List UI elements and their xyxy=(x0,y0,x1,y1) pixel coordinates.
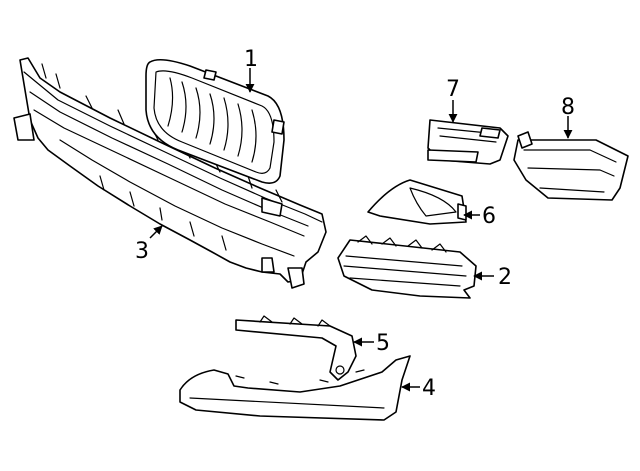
callout-2: 2 xyxy=(498,265,512,290)
callouts: 1 2 3 4 5 6 7 8 xyxy=(135,47,575,401)
callout-8: 8 xyxy=(561,95,575,120)
fog-trim-drawing xyxy=(367,179,467,225)
callout-4: 4 xyxy=(422,376,436,401)
callout-3: 3 xyxy=(135,239,149,264)
spoiler-drawing xyxy=(179,355,411,421)
air-duct-right-drawing xyxy=(513,131,629,201)
bumper-cover-drawing xyxy=(13,57,327,289)
callout-5: 5 xyxy=(376,331,390,356)
callout-1: 1 xyxy=(244,47,258,72)
leader-3 xyxy=(149,225,163,239)
callout-7: 7 xyxy=(446,77,460,102)
bracket-drawing xyxy=(235,315,357,381)
leader-lines xyxy=(149,68,573,392)
callout-6: 6 xyxy=(482,204,496,229)
lower-grille-drawing xyxy=(337,235,477,299)
air-duct-left-drawing xyxy=(427,119,509,165)
